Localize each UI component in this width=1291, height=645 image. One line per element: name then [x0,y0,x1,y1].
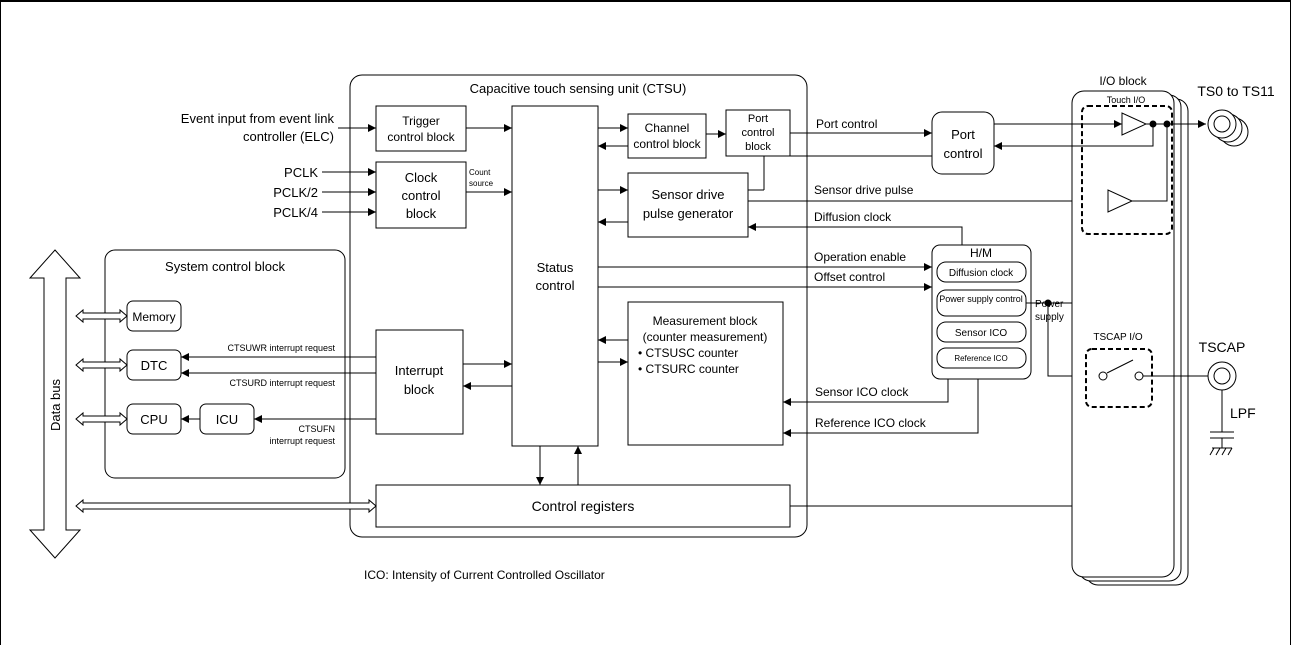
ctsurd-label: CTSURD interrupt request [229,378,335,388]
measurement-label-2: (counter measurement) [643,330,768,344]
port-block-label-1: Port [748,113,768,125]
tscap-pin-inner [1213,367,1231,385]
output-buffer [1121,112,1148,136]
interrupt-label-2: block [404,382,435,397]
elc-input-label-2: controller (ELC) [243,129,334,144]
sensor-drive-label-1: Sensor drive [652,187,725,202]
switch-contact-right [1134,371,1144,381]
io-block [1071,90,1175,578]
hm-diffusion-clock-label: Diffusion clock [949,268,1014,279]
sensor-drive-buffer [1107,189,1134,213]
clock-control-block [375,161,467,229]
port-box-label-2: control [943,146,982,161]
footnote: ICO: Intensity of Current Controlled Osc… [364,568,605,582]
hm-power-supply-label: Power supply control [939,294,1023,304]
hm-diffusion-clock [936,261,1027,283]
elc-input-label-1: Event input from event link [181,111,335,126]
bus-connector-registers [75,498,377,514]
port-block-label-2: control [741,127,774,139]
sensor-drive-label-2: pulse generator [643,206,734,221]
tscap-io-region [1085,348,1153,408]
control-registers [375,484,791,528]
measurement-label-1: Measurement block [653,314,759,328]
sensor-drive-pulse-generator [627,172,749,238]
clock-label-1: Clock [405,170,438,185]
bus-connector-memory [75,308,128,324]
port-block-label-3: block [745,141,771,153]
offset-control-label: Offset control [814,270,885,284]
port-control-signal-label: Port control [816,117,877,131]
memory-label: Memory [132,310,175,324]
pclk-label: PCLK [284,165,318,180]
data-bus-label: Data bus [48,378,63,431]
sensor-drive-to-pin-line [1132,124,1168,202]
diffusion-clock-label: Diffusion clock [814,210,892,224]
trigger-label-2: control block [387,130,455,144]
measurement-label-4: • CTSURC counter [638,362,739,376]
interrupt-label-1: Interrupt [395,363,444,378]
data-bus [28,249,82,559]
system-title: System control block [165,259,285,274]
count-source-label-1: Count [469,168,491,177]
sensor-ico-clock-arrow [783,379,949,406]
status-control-block [511,105,599,447]
ctsuwr-label: CTSUWR interrupt request [227,343,335,353]
sensor-ico-clock-label: Sensor ICO clock [815,385,909,399]
trigger-label-1: Trigger [402,114,440,128]
hm-reference-ico [936,347,1027,369]
icu-label: ICU [216,412,238,427]
power-supply-label-2: supply [1035,312,1064,323]
status-label-2: control [535,278,574,293]
tscap-io-label: TSCAP I/O [1093,332,1142,343]
switch-blade [1106,359,1134,374]
ctsufn-label-1: CTSUFN [299,424,336,434]
switch-contact-left [1098,371,1108,381]
io-block-title: I/O block [1099,74,1147,88]
operation-enable-label: Operation enable [814,250,906,264]
count-source-label-2: source [469,179,494,188]
measurement-label-3: • CTSUSC counter [638,346,738,360]
hm-reference-ico-label: Reference ICO [954,354,1007,363]
hm-sensor-ico [936,321,1027,343]
reference-ico-clock-label: Reference ICO clock [815,416,927,430]
sensor-drive-pulse-label: Sensor drive pulse [814,183,914,197]
channel-label-2: control block [633,137,701,151]
channel-control-block [627,113,707,159]
interrupt-block [375,329,464,435]
ts-pins-label: TS0 to TS11 [1197,83,1275,99]
tscap-label: TSCAP [1199,339,1246,355]
clock-label-2: control [401,188,440,203]
port-box-label-1: Port [951,127,975,142]
bus-connector-dtc [75,357,128,373]
bus-connector-cpu [75,411,128,427]
dtc-label: DTC [141,358,168,373]
touch-io-label: Touch I/O [1107,95,1146,105]
pin-to-port-feedback [994,124,1154,150]
hm-title: H/M [970,246,992,260]
reference-ico-clock-arrow [783,379,979,437]
ctsu-title: Capacitive touch sensing unit (CTSU) [470,81,687,96]
pclk2-label: PCLK/2 [273,185,318,200]
hm-sensor-ico-label: Sensor ICO [955,328,1007,339]
trigger-control-block [375,105,467,152]
channel-label-1: Channel [645,121,690,135]
ts-pin-inner [1213,115,1231,133]
touch-io-region [1081,105,1173,235]
lpf-label: LPF [1230,405,1256,421]
control-registers-label: Control registers [532,498,635,514]
status-label-1: Status [537,260,574,275]
port-control-box [931,111,995,175]
ground-icon [1209,447,1233,456]
pclk4-label: PCLK/4 [273,205,318,220]
clock-label-3: block [406,206,437,221]
ctsufn-label-2: interrupt request [269,436,335,446]
cpu-label: CPU [140,412,167,427]
measurement-block [627,301,784,446]
